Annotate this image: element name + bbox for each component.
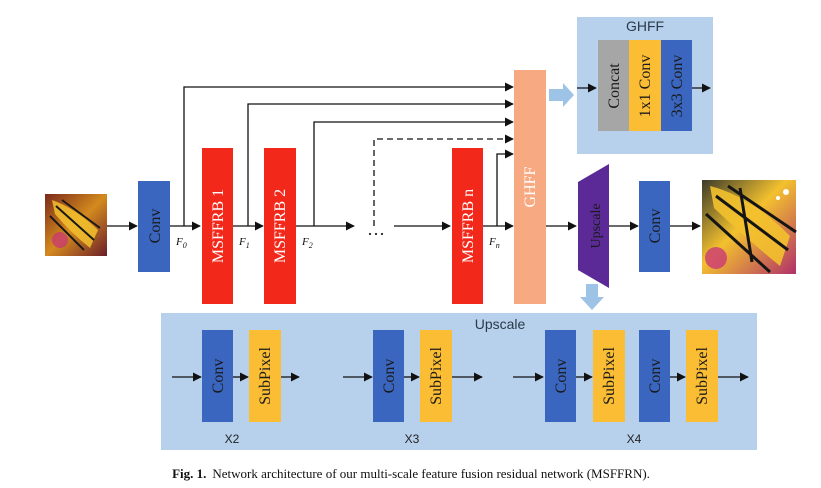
x4-conv-label-1: Conv — [553, 359, 570, 394]
x2-conv-block — [202, 330, 233, 422]
x2-label: X2 — [225, 432, 240, 446]
x4-conv-block-1 — [545, 330, 576, 422]
skip-f0-line — [183, 82, 514, 226]
upscale-expand-arrow — [580, 284, 604, 310]
msffrb-n-block — [452, 148, 483, 304]
msffrb-n-label: MSFFRB n — [460, 189, 477, 263]
conv3x3-label: 3x3 Conv — [669, 55, 686, 118]
fn-label: Fn — [488, 236, 500, 250]
conv1x1-label: 1x1 Conv — [637, 55, 654, 118]
x3-conv-label: Conv — [381, 359, 398, 394]
msffrb-1-block — [202, 148, 233, 304]
msffrb-1-label: MSFFRB 1 — [210, 189, 227, 263]
msffrb-2-block — [264, 148, 296, 304]
x3-label: X3 — [405, 432, 420, 446]
concat-label: Concat — [606, 63, 623, 109]
ghff-expand-arrow — [549, 83, 574, 107]
x4-conv-label-2: Conv — [647, 359, 664, 394]
conv-block — [138, 181, 170, 272]
ghff-block — [514, 70, 546, 304]
conv-label: Conv — [147, 209, 164, 244]
x4-subpixel-block-1 — [593, 330, 625, 422]
x4-label: X4 — [627, 432, 642, 446]
f0-label: F0 — [175, 236, 187, 250]
f1-label: F1 — [238, 236, 250, 250]
conv-out-label: Conv — [647, 209, 664, 244]
ghff-label: GHFF — [522, 166, 539, 207]
msffrb-2-label: MSFFRB 2 — [272, 189, 289, 263]
skip-fn-line — [496, 149, 514, 226]
concat-block — [598, 40, 629, 131]
skip-f1-line — [247, 99, 514, 226]
f2-label: F2 — [301, 236, 313, 250]
x4-conv-block-2 — [639, 330, 670, 422]
x4-subpixel-label-2: SubPixel — [694, 347, 711, 405]
skip-dashed-line — [373, 134, 514, 226]
x3-subpixel-block — [420, 330, 452, 422]
x2-subpixel-block — [249, 330, 281, 422]
conv1x1-block — [629, 40, 661, 131]
x3-conv-block — [373, 330, 404, 422]
x2-conv-label: Conv — [210, 359, 227, 394]
input-image — [45, 194, 107, 256]
x4-subpixel-block-2 — [686, 330, 718, 422]
upscale-label: Upscale — [589, 203, 604, 248]
conv3x3-block — [661, 40, 692, 131]
skip-f2-line — [313, 117, 514, 226]
x4-subpixel-label-1: SubPixel — [601, 347, 618, 405]
conv-out-block — [639, 181, 670, 272]
x2-subpixel-label: SubPixel — [257, 347, 274, 405]
upscale-block — [578, 164, 609, 288]
output-image — [702, 180, 797, 274]
ghff-panel-title: GHFF — [626, 18, 664, 34]
ellipsis: ··· — [367, 224, 385, 244]
x3-subpixel-label: SubPixel — [428, 347, 445, 405]
figure-caption: Fig. 1.Network architecture of our multi… — [172, 466, 650, 481]
upscale-panel-title: Upscale — [475, 316, 526, 332]
